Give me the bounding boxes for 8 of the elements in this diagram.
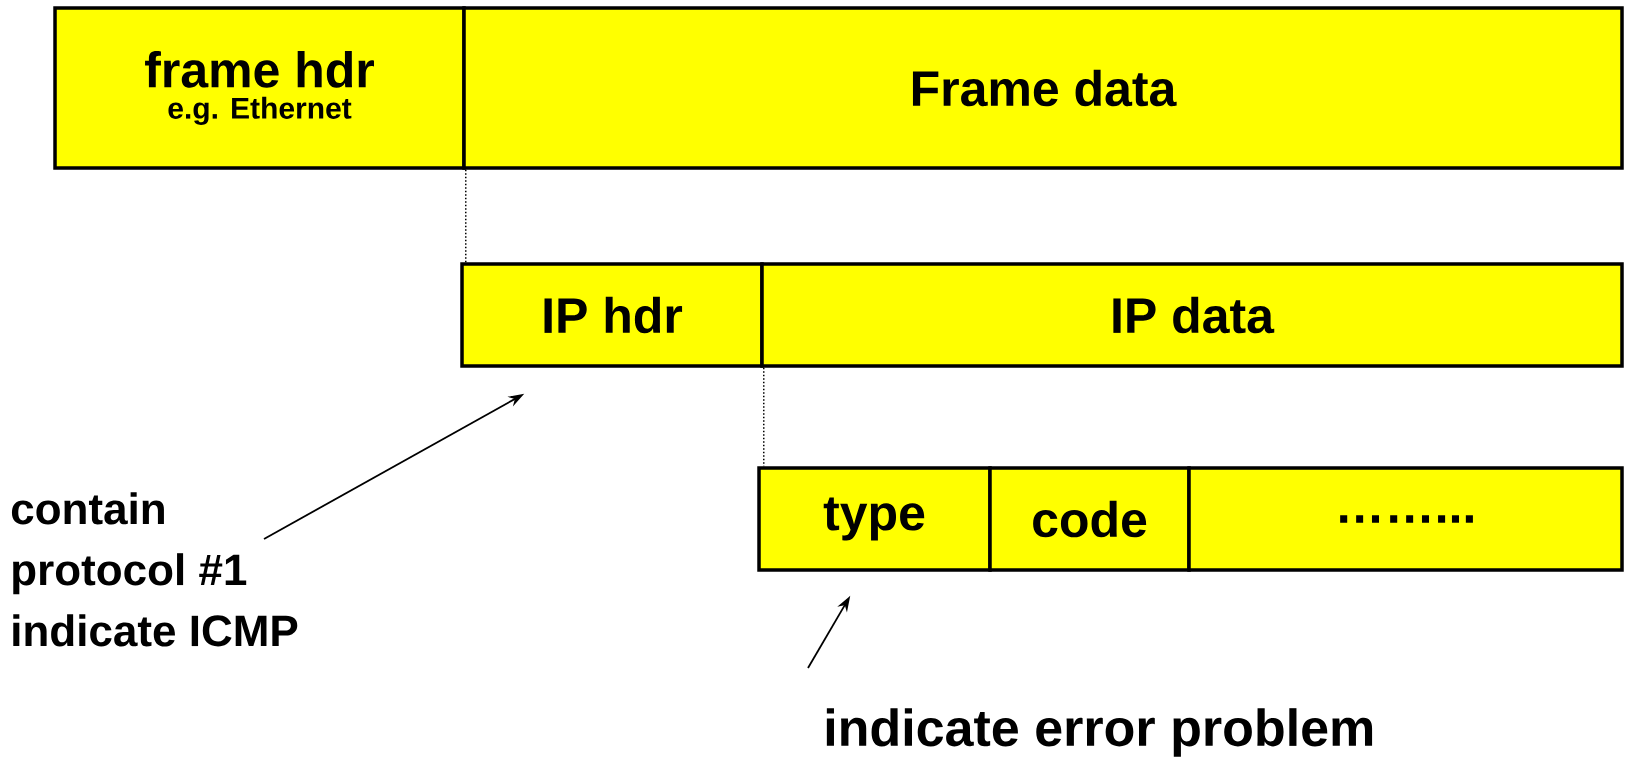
field-cell: code: [988, 466, 1191, 572]
annotation-text: indicate error problem: [826, 708, 1373, 757]
field-cell: type: [757, 466, 992, 572]
guide-line: [763, 367, 765, 467]
guide-line: [465, 169, 467, 263]
annotation-text: contain protocol #1 indicate ICMP: [11, 492, 298, 647]
header-cell: IP hdr: [460, 262, 764, 368]
header-cell: frame hdr e.g. Ethernet: [53, 6, 466, 170]
